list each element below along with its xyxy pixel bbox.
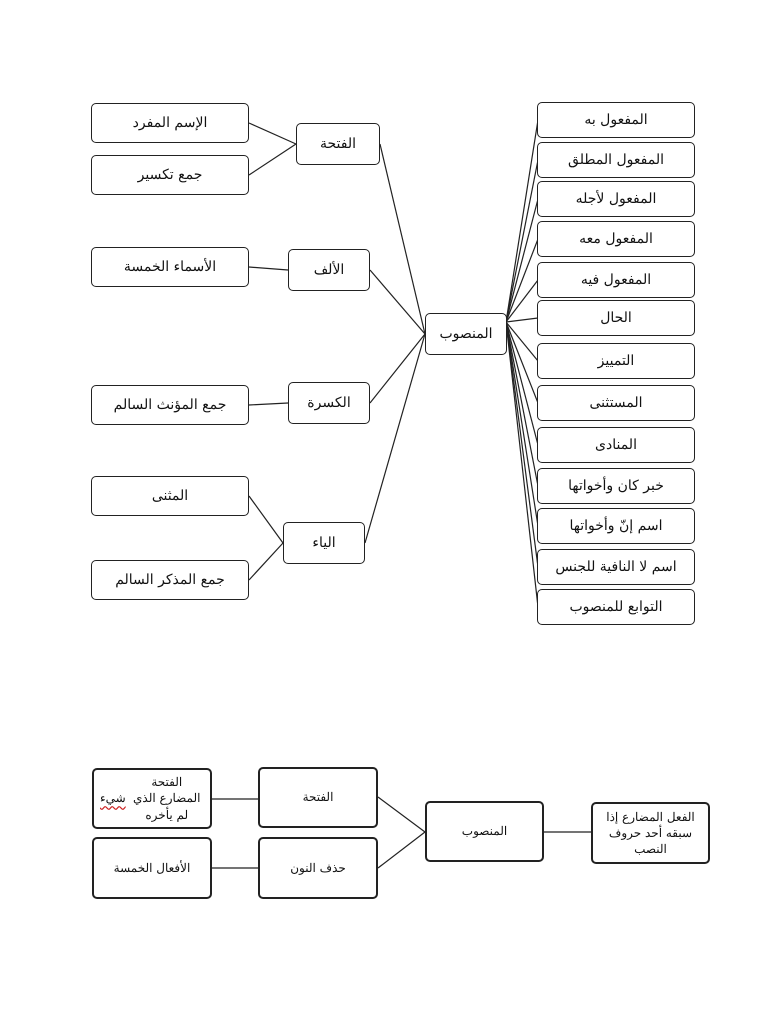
center-node: المنصوب <box>425 313 507 355</box>
mark-fatha: الفتحة <box>296 123 380 165</box>
right-item: خبر كان وأخواتها <box>537 468 695 504</box>
right-item: التوابع للمنصوب <box>537 589 695 625</box>
right-item: الحال <box>537 300 695 336</box>
right-item: اسم لا النافية للجنس <box>537 549 695 585</box>
leaf-five-verbs: الأفعال الخمسة <box>92 837 212 899</box>
right-item: المفعول المطلق <box>537 142 695 178</box>
right-item: المفعول معه <box>537 221 695 257</box>
mark-nun-deletion: حذف النون <box>258 837 378 899</box>
leaf-fatha-verb: الفتحة المضارع الذي لم يأخره شيء <box>92 768 212 829</box>
center-node-2: المنصوب <box>425 801 544 862</box>
mark-kasra: الكسرة <box>288 382 370 424</box>
mark-yaa: الياء <box>283 522 365 564</box>
right-item: المنادى <box>537 427 695 463</box>
mark-fatha-2: الفتحة <box>258 767 378 828</box>
right-item: التمييز <box>537 343 695 379</box>
leaf-masc-plural: جمع المذكر السالم <box>91 560 249 600</box>
leaf-fatha-verb-text: الفتحة المضارع الذي لم يأخره <box>133 775 201 822</box>
right-item: المفعول فيه <box>537 262 695 298</box>
leaf-singular: الإسم المفرد <box>91 103 249 143</box>
mark-alif: الألف <box>288 249 370 291</box>
right-item: المفعول لأجله <box>537 181 695 217</box>
leaf-five-nouns: الأسماء الخمسة <box>91 247 249 287</box>
right-item: المفعول به <box>537 102 695 138</box>
leaf-broken-plural: جمع تكسير <box>91 155 249 195</box>
right-item: اسم إنّ وأخواتها <box>537 508 695 544</box>
leaf-fatha-verb-word: شيء <box>100 791 126 806</box>
leaf-fem-plural: جمع المؤنث السالم <box>91 385 249 425</box>
leaf-dual: المثنى <box>91 476 249 516</box>
right-item: المستثنى <box>537 385 695 421</box>
verb-node: الفعل المضارع إذا سبقه أحد حروف النصب <box>591 802 710 864</box>
